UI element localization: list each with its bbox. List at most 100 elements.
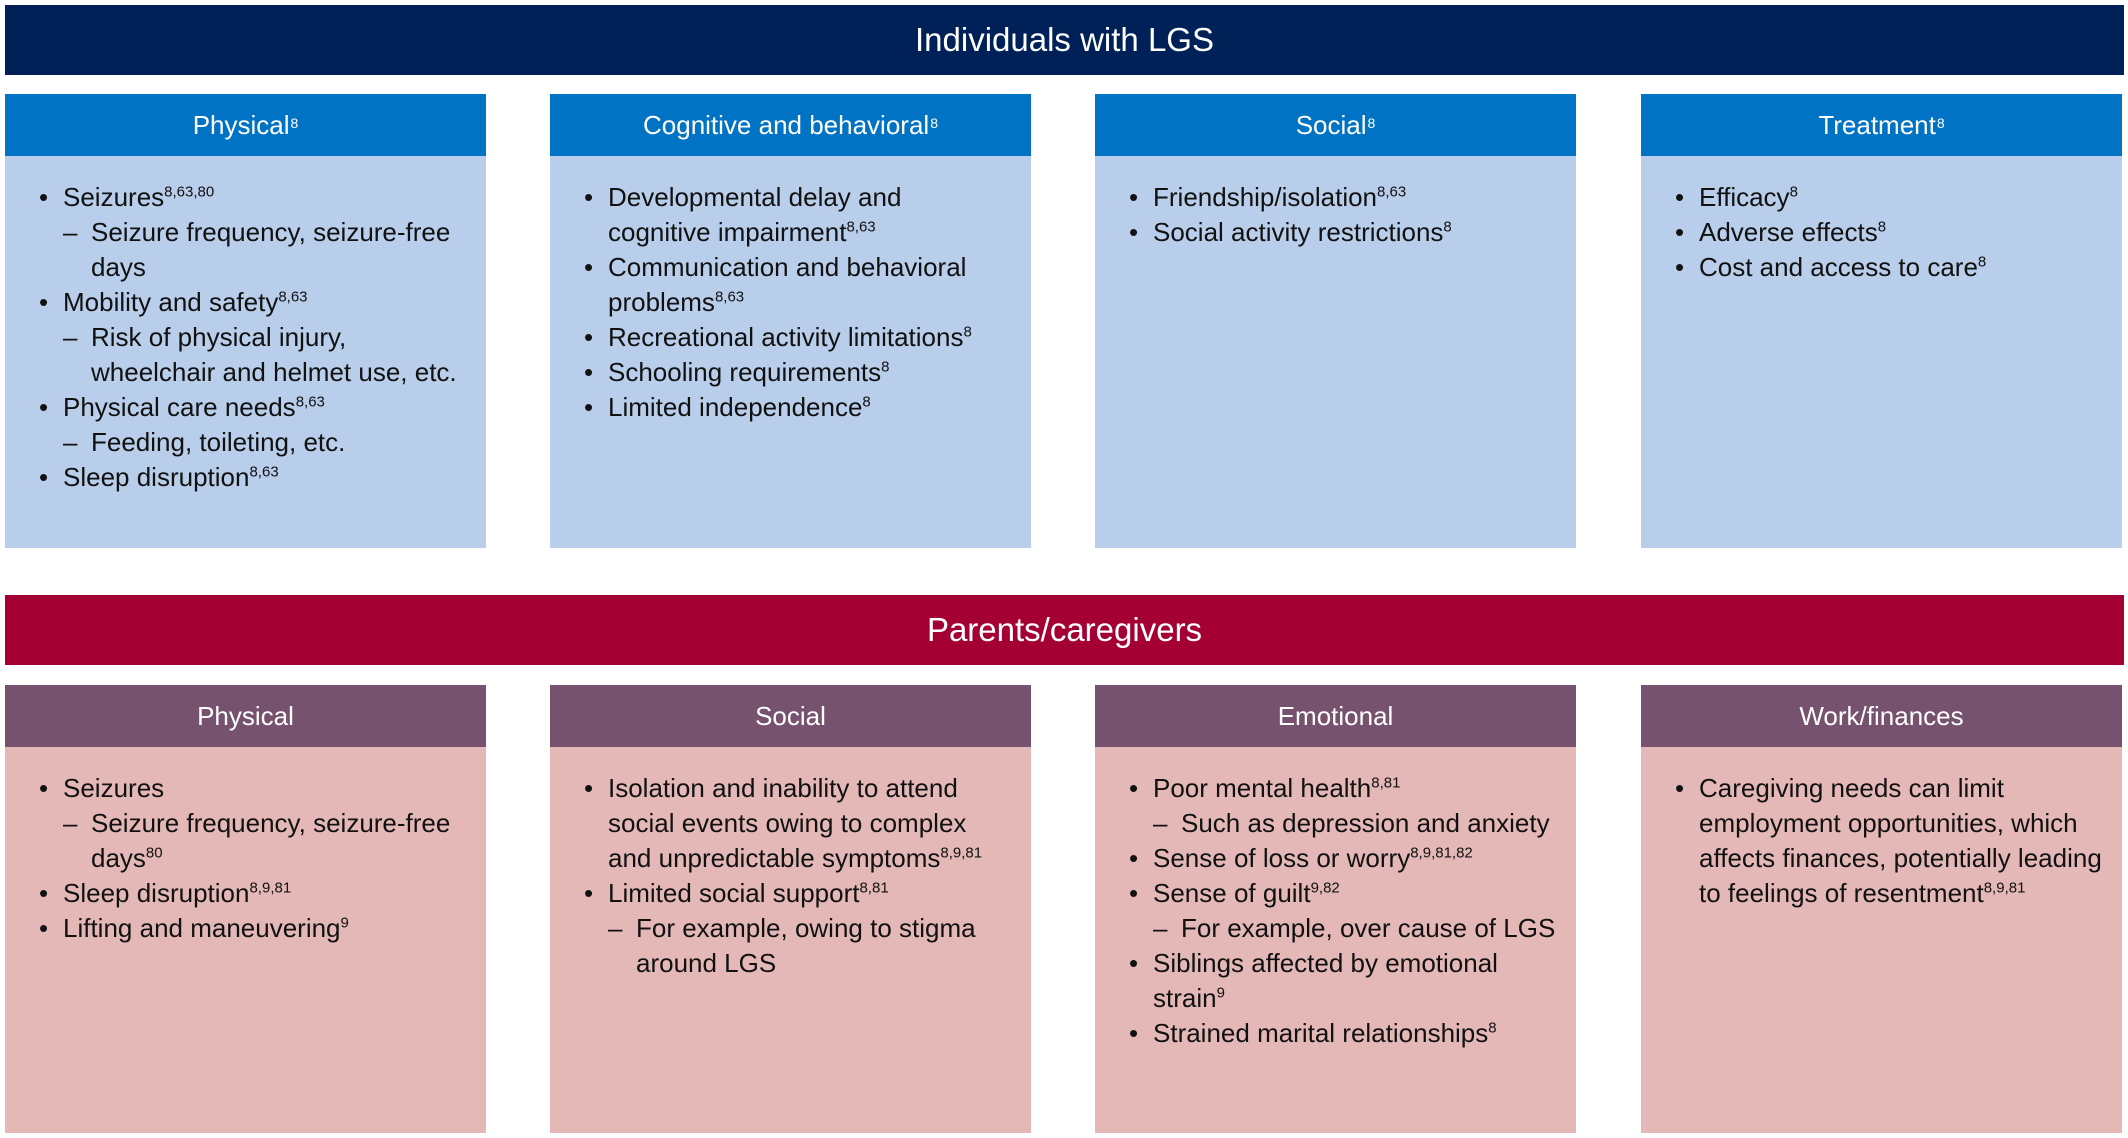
item-text: Social activity restrictions: [1153, 217, 1444, 247]
box-title: Physical: [192, 109, 290, 140]
item-list: Developmental delay and cognitive impair…: [582, 180, 1011, 425]
list-item: Efficacy8: [1673, 180, 2102, 215]
sub-list-item: Seizure frequency, seizure-free days80: [63, 806, 466, 876]
item-citation: 8: [1443, 218, 1452, 236]
item-citation: 9,82: [1310, 879, 1340, 897]
box-header: Physical: [5, 685, 486, 747]
individuals-box-cognitive-and-behavioral: Cognitive and behavioral8Developmental d…: [550, 94, 1031, 548]
list-item: Physical care needs8,63Feeding, toiletin…: [37, 390, 466, 460]
item-citation: 8: [862, 393, 871, 411]
item-text: Lifting and maneuvering: [63, 913, 341, 943]
sub-list: Feeding, toileting, etc.: [63, 425, 466, 460]
caregivers-banner: Parents/caregivers: [5, 595, 2124, 665]
item-citation: 8,9,81: [940, 844, 983, 862]
sub-list: Seizure frequency, seizure-free days: [63, 215, 466, 285]
list-item: Schooling requirements8: [582, 355, 1011, 390]
item-list: Seizures8,63,80Seizure frequency, seizur…: [37, 180, 466, 495]
list-item: SeizuresSeizure frequency, seizure-free …: [37, 771, 466, 876]
item-citation: 9: [1216, 984, 1225, 1002]
caregivers-box-emotional: EmotionalPoor mental health8,81Such as d…: [1095, 685, 1576, 1133]
box-title: Work/finances: [1799, 700, 1964, 731]
item-text: Seizures: [63, 182, 165, 212]
list-item: Seizures8,63,80Seizure frequency, seizur…: [37, 180, 466, 285]
item-citation: 8,63: [295, 393, 325, 411]
item-citation: 8,81: [1371, 774, 1401, 792]
sub-item-text: For example, owing to stigma around LGS: [636, 913, 976, 978]
list-item: Isolation and inability to attend social…: [582, 771, 1011, 876]
list-item: Sense of loss or worry8,9,81,82: [1127, 841, 1556, 876]
item-list: Poor mental health8,81Such as depression…: [1127, 771, 1556, 1051]
sub-list: For example, over cause of LGS: [1153, 911, 1556, 946]
sub-list-item: For example, over cause of LGS: [1153, 911, 1556, 946]
item-text: Mobility and safety: [63, 287, 279, 317]
caregivers-box-social: SocialIsolation and inability to attend …: [550, 685, 1031, 1133]
item-citation: 8,81: [859, 879, 889, 897]
sub-list-item: For example, owing to stigma around LGS: [608, 911, 1011, 981]
item-text: Sleep disruption: [63, 462, 250, 492]
item-text: Communication and behavioral problems: [608, 252, 967, 317]
item-citation: 8: [1789, 183, 1798, 201]
individuals-box-treatment: Treatment8Efficacy8Adverse effects8Cost …: [1641, 94, 2122, 548]
list-item: Sense of guilt9,82For example, over caus…: [1127, 876, 1556, 946]
item-text: Cost and access to care: [1699, 252, 1978, 282]
sub-list: For example, owing to stigma around LGS: [608, 911, 1011, 981]
box-body: SeizuresSeizure frequency, seizure-free …: [5, 747, 486, 1133]
list-item: Limited independence8: [582, 390, 1011, 425]
list-item: Developmental delay and cognitive impair…: [582, 180, 1011, 250]
sub-list: Such as depression and anxiety: [1153, 806, 1556, 841]
item-text: Recreational activity limitations: [608, 322, 964, 352]
item-citation: 8,9,81: [1983, 879, 2026, 897]
item-citation: 8: [1877, 218, 1887, 236]
item-text: Isolation and inability to attend social…: [608, 773, 967, 873]
box-title-citation: 8: [1367, 115, 1376, 131]
box-title-citation: 8: [290, 115, 299, 131]
sub-item-text: For example, over cause of LGS: [1181, 913, 1556, 943]
item-citation: 9: [340, 914, 349, 932]
box-title: Treatment: [1818, 109, 1936, 140]
sub-list-item: Seizure frequency, seizure-free days: [63, 215, 466, 285]
box-body: Isolation and inability to attend social…: [550, 747, 1031, 1133]
item-text: Caregiving needs can limit employment op…: [1699, 773, 2102, 908]
box-body: Caregiving needs can limit employment op…: [1641, 747, 2122, 1133]
list-item: Cost and access to care8: [1673, 250, 2102, 285]
item-text: Limited social support: [608, 878, 860, 908]
box-title: Emotional: [1277, 700, 1394, 731]
list-item: Siblings affected by emotional strain9: [1127, 946, 1556, 1016]
sub-item-text: Seizure frequency, seizure-free days: [91, 217, 451, 282]
item-citation: 8,9,81,82: [1410, 844, 1473, 862]
box-body: Friendship/isolation8,63Social activity …: [1095, 156, 1576, 548]
list-item: Sleep disruption8,9,81: [37, 876, 466, 911]
box-title-citation: 8: [1936, 115, 1945, 131]
item-list: Isolation and inability to attend social…: [582, 771, 1011, 981]
box-title: Social: [755, 700, 826, 731]
list-item: Adverse effects8: [1673, 215, 2102, 250]
box-title-citation: 8: [930, 115, 938, 131]
item-text: Efficacy: [1699, 182, 1790, 212]
list-item: Lifting and maneuvering9: [37, 911, 466, 946]
list-item: Strained marital relationships8: [1127, 1016, 1556, 1051]
box-title: Cognitive and behavioral: [643, 109, 930, 140]
list-item: Mobility and safety8,63Risk of physical …: [37, 285, 466, 390]
individuals-box-social: Social8Friendship/isolation8,63Social ac…: [1095, 94, 1576, 548]
individuals-box-physical: Physical8Seizures8,63,80Seizure frequenc…: [5, 94, 486, 548]
box-title: Social: [1295, 109, 1367, 140]
item-citation: 8,63,80: [164, 183, 215, 201]
item-text: Siblings affected by emotional strain: [1153, 948, 1498, 1013]
box-body: Seizures8,63,80Seizure frequency, seizur…: [5, 156, 486, 548]
list-item: Sleep disruption8,63: [37, 460, 466, 495]
item-citation: 8: [963, 323, 972, 341]
caregivers-box-physical: PhysicalSeizuresSeizure frequency, seizu…: [5, 685, 486, 1133]
item-citation: 8,63: [278, 288, 308, 306]
box-body: Poor mental health8,81Such as depression…: [1095, 747, 1576, 1133]
item-list: Efficacy8Adverse effects8Cost and access…: [1673, 180, 2102, 285]
item-list: Caregiving needs can limit employment op…: [1673, 771, 2102, 911]
sub-item-text: Risk of physical injury, wheelchair and …: [91, 322, 457, 387]
caregivers-box-work-finances: Work/financesCaregiving needs can limit …: [1641, 685, 2122, 1133]
item-citation: 8: [881, 358, 890, 376]
item-text: Sense of guilt: [1153, 878, 1311, 908]
item-text: Adverse effects: [1699, 217, 1878, 247]
list-item: Recreational activity limitations8: [582, 320, 1011, 355]
caregivers-title: Parents/caregivers: [926, 611, 1203, 648]
